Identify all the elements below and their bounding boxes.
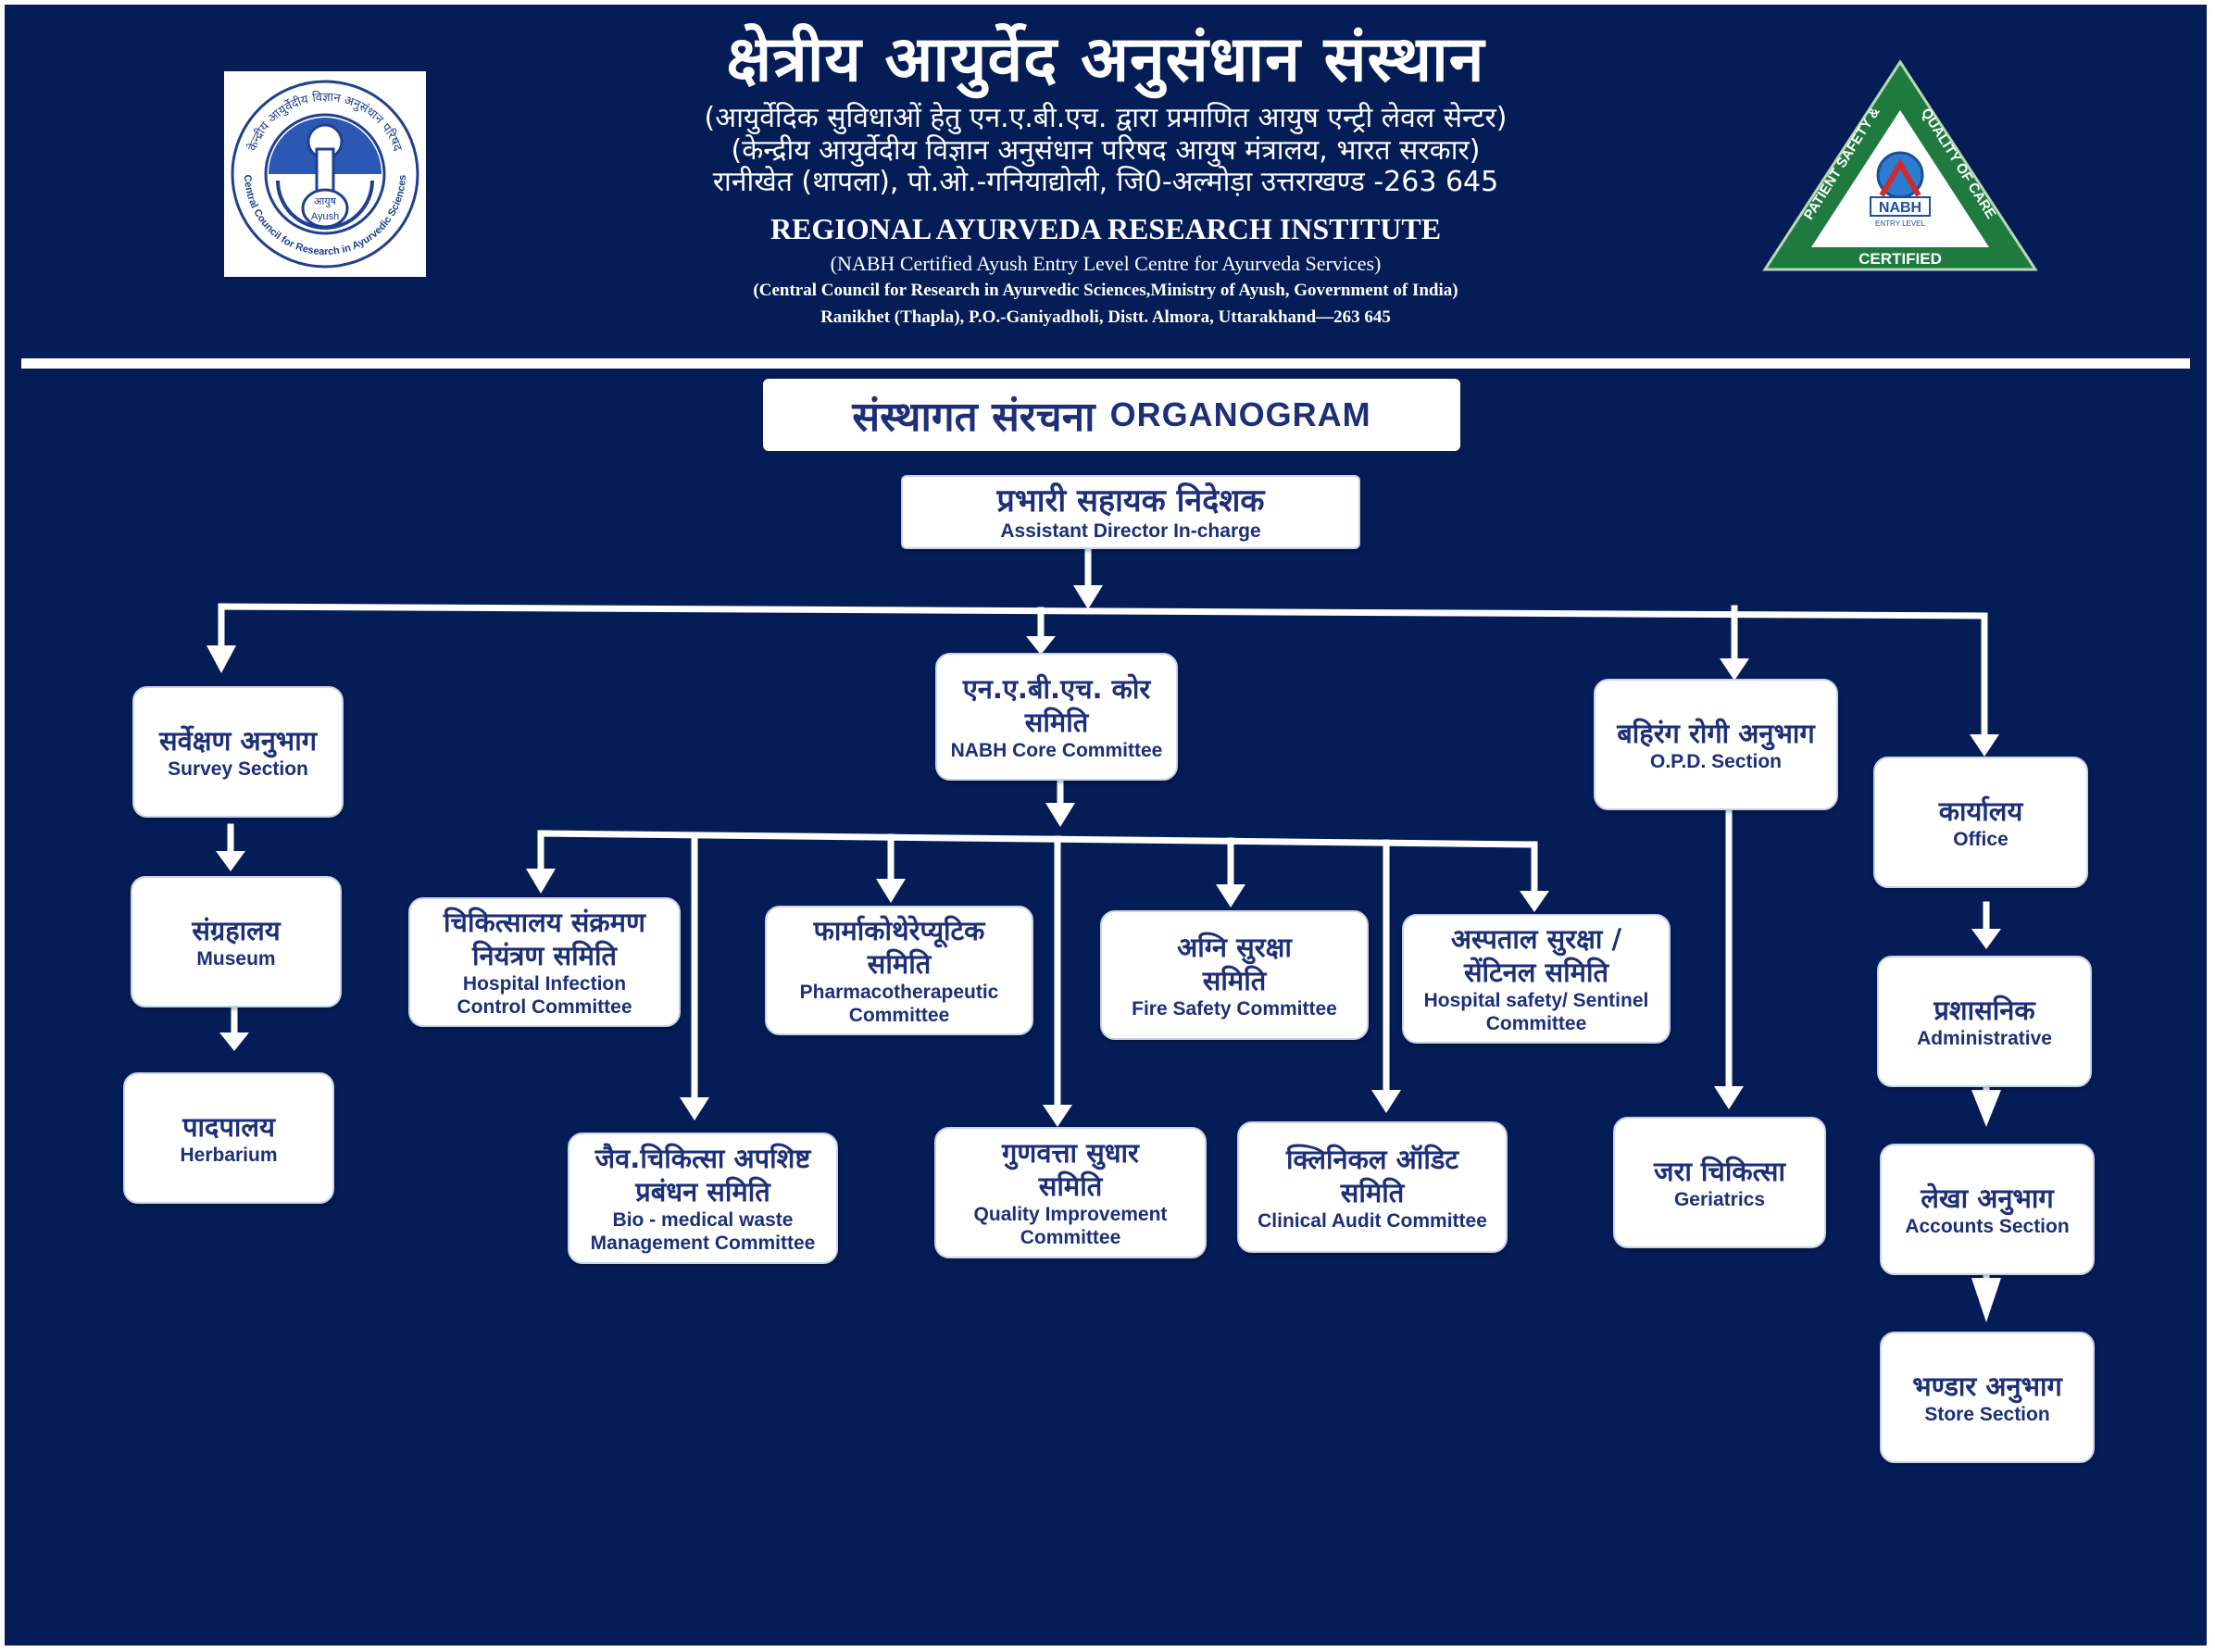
- quality-english-1: Quality Improvement: [973, 1204, 1168, 1225]
- biomedical-hindi-2: प्रबंधन समिति: [635, 1176, 770, 1208]
- node-clinical-audit: क्लिनिकल ऑडिट समिति Clinical Audit Commi…: [1237, 1121, 1508, 1253]
- quality-hindi-2: समिति: [1038, 1170, 1103, 1202]
- hospital-safety-english-1: Hospital safety/ Sentinel: [1423, 990, 1649, 1011]
- hospital-safety-english-2: Committee: [1485, 1013, 1587, 1034]
- quality-english-2: Committee: [1020, 1227, 1121, 1248]
- hospital-safety-hindi-2: सेंटिनल समिति: [1463, 957, 1609, 988]
- store-hindi: भण्डार अनुभाग: [1912, 1370, 2062, 1402]
- administrative-english: Administrative: [1917, 1027, 2052, 1049]
- node-director: प्रभारी सहायक निदेशक Assistant Director …: [901, 475, 1360, 549]
- node-pharmacotherapeutic: फार्माकोथेरेप्यूटिक समिति Pharmacotherap…: [765, 906, 1033, 1035]
- nabh-sub: ENTRY LEVEL: [1875, 219, 1926, 228]
- node-museum: संग्रहालय Museum: [131, 876, 342, 1007]
- organogram-poster: क्षेत्रीय आयुर्वेद अनुसंधान संस्थान (आयु…: [5, 5, 2207, 1646]
- hindi-address: रानीखेत (थापला), पो.ओ.-गनियाद्योली, जि0-…: [712, 166, 1499, 198]
- director-english: Assistant Director In-charge: [1000, 519, 1261, 542]
- infection-hindi-1: चिकित्सालय संक्रमण: [444, 907, 645, 938]
- fire-english: Fire Safety Committee: [1132, 997, 1337, 1020]
- museum-hindi: संग्रहालय: [192, 914, 281, 946]
- pharmaco-hindi-1: फार्माकोथेरेप्यूटिक: [813, 915, 985, 946]
- clinical-english: Clinical Audit Committee: [1258, 1209, 1487, 1232]
- infection-english-1: Hospital Infection: [462, 973, 627, 995]
- ccras-emblem-icon: केन्द्रीय आयुर्वेदीय विज्ञान अनुसंधान पर…: [224, 71, 426, 277]
- node-office: कार्यालय Office: [1873, 757, 2088, 888]
- herbarium-hindi: पादपालय: [182, 1110, 275, 1143]
- node-store: भण्डार अनुभाग Store Section: [1880, 1332, 2095, 1463]
- biomedical-hindi-1: जैव.चिकित्सा अपशिष्ट: [594, 1143, 811, 1174]
- museum-english: Museum: [196, 947, 276, 970]
- pharmaco-english-2: Committee: [848, 1005, 950, 1026]
- hospital-safety-hindi-1: अस्पताल सुरक्षा /: [1450, 923, 1622, 955]
- emblem-center-english: Ayush: [311, 211, 339, 222]
- node-hospital-safety: अस्पताल सुरक्षा / सेंटिनल समिति Hospital…: [1402, 914, 1671, 1044]
- fire-hindi-2: समिति: [1202, 964, 1267, 996]
- nabh-core-english: NABH Core Committee: [950, 739, 1163, 761]
- nabh-core-hindi-2: समिति: [1024, 706, 1089, 738]
- office-hindi: कार्यालय: [1938, 795, 2023, 827]
- accounts-hindi: लेखा अनुभाग: [1921, 1182, 2054, 1214]
- office-english: Office: [1953, 828, 2009, 850]
- english-subtitle-1: (NABH Certified Ayush Entry Level Centre…: [830, 252, 1382, 275]
- director-hindi: प्रभारी सहायक निदेशक: [996, 482, 1265, 519]
- node-quality-improvement: गुणवत्ता सुधार समिति Quality Improvement…: [934, 1127, 1207, 1258]
- node-nabh-core: एन.ए.बी.एच. कोर समिति NABH Core Committe…: [935, 653, 1178, 781]
- administrative-hindi: प्रशासनिक: [1933, 994, 2035, 1026]
- header-divider: [21, 358, 2190, 369]
- infection-english-2: Control Committee: [457, 996, 632, 1018]
- hindi-subtitle-1: (आयुर्वेदिक सुविधाओं हेतु एन.ए.बी.एच. द्…: [704, 102, 1508, 134]
- organogram-title-hindi: संस्थागत संरचना: [852, 394, 1095, 441]
- node-biomedical-waste: जैव.चिकित्सा अपशिष्ट प्रबंधन समिति Bio -…: [568, 1133, 838, 1264]
- accounts-english: Accounts Section: [1905, 1215, 2070, 1237]
- infection-hindi-2: नियंत्रण समिति: [472, 940, 617, 971]
- opd-english: O.P.D. Section: [1650, 750, 1782, 772]
- clinical-hindi-1: क्लिनिकल ऑडिट: [1286, 1143, 1458, 1175]
- node-accounts: लेखा अनुभाग Accounts Section: [1880, 1144, 2095, 1275]
- organogram-title-english: ORGANOGRAM: [1109, 395, 1371, 433]
- quality-hindi-1: गुणवत्ता सुधार: [1002, 1137, 1139, 1169]
- nabh-certified-icon: PATIENT SAFETY & QUALITY OF CARE NABH EN…: [1761, 56, 2039, 275]
- node-geriatrics: जरा चिकित्सा Geriatrics: [1613, 1117, 1826, 1248]
- nabh-banner: CERTIFIED: [1858, 250, 1942, 268]
- node-administrative: प्रशासनिक Administrative: [1877, 956, 2092, 1087]
- english-subtitle-2: (Central Council for Research in Ayurved…: [753, 281, 1458, 300]
- opd-hindi: बहिरंग रोगी अनुभाग: [1617, 717, 1815, 749]
- hindi-subtitle-2: (केन्द्रीय आयुर्वेदीय विज्ञान अनुसंधान प…: [731, 134, 1481, 167]
- hindi-institute-title: क्षेत्रीय आयुर्वेद अनुसंधान संस्थान: [726, 23, 1485, 96]
- nabh-core-hindi-1: एन.ए.बी.एच. कोर: [962, 672, 1151, 705]
- herbarium-english: Herbarium: [180, 1144, 278, 1166]
- node-fire-safety: अग्नि सुरक्षा समिति Fire Safety Committe…: [1100, 910, 1369, 1040]
- geriatrics-hindi: जरा चिकित्सा: [1653, 1155, 1786, 1187]
- clinical-hindi-2: समिति: [1340, 1176, 1405, 1208]
- pharmaco-hindi-2: समिति: [867, 948, 932, 980]
- english-institute-title: REGIONAL AYURVEDA RESEARCH INSTITUTE: [770, 212, 1442, 245]
- pharmaco-english-1: Pharmacotherapeutic: [799, 982, 999, 1003]
- geriatrics-english: Geriatrics: [1673, 1188, 1766, 1210]
- survey-hindi: सर्वेक्षण अनुभाग: [158, 724, 318, 757]
- organogram-connectors: [206, 547, 2001, 1322]
- store-english: Store Section: [1924, 1403, 2050, 1425]
- biomedical-english-1: Bio - medical waste: [612, 1209, 794, 1231]
- node-survey: सर्वेक्षण अनुभाग Survey Section: [132, 686, 344, 818]
- nabh-mark: NABH: [1879, 200, 1921, 216]
- biomedical-english-2: Management Committee: [590, 1233, 816, 1254]
- node-infection-control: चिकित्सालय संक्रमण नियंत्रण समिति Hospit…: [408, 897, 681, 1027]
- survey-english: Survey Section: [168, 757, 308, 780]
- english-address: Ranikhet (Thapla), P.O.-Ganiyadholi, Dis…: [820, 307, 1391, 327]
- fire-hindi-1: अग्नि सुरक्षा: [1177, 931, 1292, 963]
- emblem-center-hindi: आयुष: [314, 195, 337, 207]
- organogram-title: संस्थागत संरचना ORGANOGRAM: [763, 379, 1460, 451]
- node-opd: बहिरंग रोगी अनुभाग O.P.D. Section: [1594, 679, 1838, 810]
- node-herbarium: पादपालय Herbarium: [123, 1072, 334, 1204]
